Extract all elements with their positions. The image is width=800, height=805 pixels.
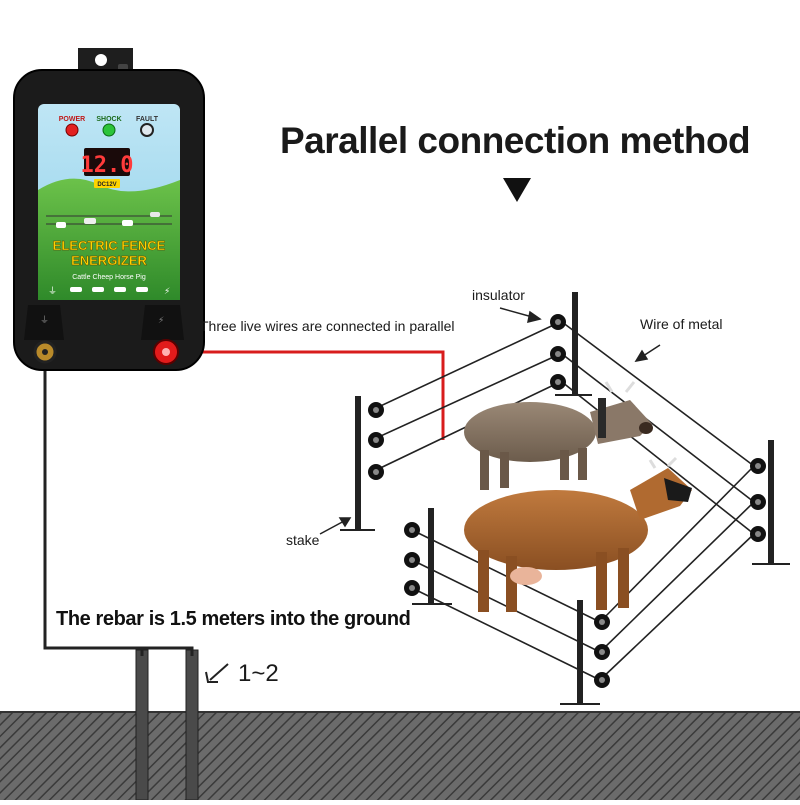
indicator-shock: SHOCK [96,116,121,123]
insulator-label: insulator [472,287,525,303]
energizer-device: POWER SHOCK FAULT 12.0 DC12V ELECTRIC FE… [13,48,205,371]
post-left [355,396,361,530]
wire-of-metal-label: Wire of metal [640,316,723,332]
page-title: Parallel connection method [280,120,751,161]
insulator-arrow [499,307,542,324]
stake-arrow [319,517,352,535]
shock-led [102,123,116,137]
rebar-right [185,649,199,801]
cow-icon [464,381,653,490]
arrow-down-icon [503,178,531,202]
post-front [577,600,583,704]
indicator-power: POWER [59,116,85,123]
ground-hatch [0,712,800,800]
rebar-label: The rebar is 1.5 meters into the ground [56,608,411,630]
insulators [368,314,766,688]
post-back [572,292,578,396]
fence-wires [371,321,755,681]
fault-led [140,123,154,137]
post-right [768,440,774,564]
product-line2: ENERGIZER [71,253,147,268]
wire-arrow [634,344,661,363]
product-line1: ELECTRIC FENCE [53,238,166,253]
rebar-left [135,649,149,801]
rebar-count: 1~2 [238,660,279,687]
svg-text:⏚: ⏚ [40,315,49,326]
digital-display [84,148,130,176]
animal-icons [70,287,148,292]
animals-text: Cattle Cheep Horse Pig [72,274,146,281]
display-value: 12.0 [81,153,134,178]
indicator-fault: FAULT [136,116,159,123]
cow-icon-front [464,456,692,612]
stake-label: stake [286,532,320,548]
ground-icon: ⏚ [48,286,57,297]
voltage-tag: DC12V [97,182,116,188]
rebar-count-arrow [205,663,229,683]
lightning-icon: ⚡ [164,287,170,297]
ground-wire [43,360,194,656]
svg-text:⚡: ⚡ [158,316,164,326]
power-led [65,123,79,137]
post-front-left [428,508,434,604]
live-wires-label: Three live wires are connected in parall… [200,318,455,334]
